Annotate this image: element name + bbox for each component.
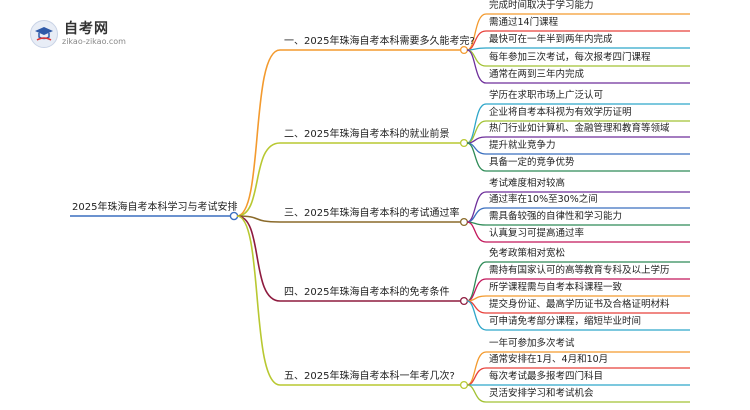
leaf-node-label: 考试难度相对较高 (489, 178, 566, 189)
leaf-node-label: 一年可参加多次考试 (489, 338, 575, 349)
leaf-node-label: 完成时间取决于学习能力 (489, 0, 594, 11)
leaf-node-label: 需通过14门课程 (489, 17, 559, 28)
branch-node-dot (459, 380, 469, 390)
branch-node-dot (459, 217, 469, 227)
leaf-node-label: 学历在求职市场上广泛认可 (489, 90, 604, 101)
leaf-node-label: 具备一定的竞争优势 (489, 157, 575, 168)
leaf-node-label: 灵活安排学习和考试机会 (489, 388, 594, 399)
leaf-connector (466, 49, 487, 67)
branch-node-dot (459, 138, 469, 148)
leaf-node-label: 企业将自考本科视为有效学历证明 (489, 107, 632, 118)
branch-connector (236, 49, 281, 217)
leaf-connector (466, 367, 487, 386)
leaf-node-label: 每年参加三次考试，每次报考四门课程 (489, 52, 651, 63)
leaf-connector (466, 261, 487, 302)
branch-connector (236, 142, 281, 217)
branch-node-dot (459, 296, 469, 306)
site-logo: 自考网 zikao-zikao.com (30, 18, 140, 52)
leaf-connector (466, 221, 487, 243)
branch-node-label: 一、2025年珠海自考本科需要多久能考完? (284, 36, 475, 47)
branch-connector (236, 215, 281, 223)
leaf-node-label: 需持有国家认可的高等教育专科及以上学历 (489, 265, 670, 276)
leaf-node-label: 可申请免考部分课程，缩短毕业时间 (489, 316, 642, 327)
leaf-node-label: 认真复习可提高通过率 (489, 228, 585, 239)
leaf-node-label: 通常在两到三年内完成 (489, 69, 585, 80)
leaf-connector (466, 49, 487, 84)
leaf-connector (466, 300, 487, 331)
leaf-connector (466, 191, 487, 223)
logo-name: 自考网 (64, 21, 109, 37)
leaf-node-label: 需具备较强的自律性和学习能力 (489, 211, 623, 222)
leaf-node-label: 所学课程需与自考本科课程一致 (489, 282, 623, 293)
leaf-connector (466, 136, 487, 144)
branch-connector (236, 215, 281, 302)
branch-connector (236, 215, 281, 386)
branch-node-label: 三、2025年珠海自考本科的考试通过率 (284, 208, 460, 219)
leaf-node-label: 通常安排在1月、4月和10月 (489, 354, 609, 365)
logo-url: zikao-zikao.com (62, 37, 126, 46)
leaf-node-label: 提升就业竞争力 (489, 140, 556, 151)
leaf-node-label: 最快可在一年半到两年内完成 (489, 34, 613, 45)
logo-badge-icon (30, 20, 58, 48)
branch-node-label: 二、2025年珠海自考本科的就业前景 (284, 129, 450, 140)
leaf-node-label: 免考政策相对宽松 (489, 248, 566, 259)
leaf-node-label: 提交身份证、最高学历证书及合格证明材料 (489, 299, 670, 310)
root-node-label: 2025年珠海自考本科学习与考试安排 (72, 202, 238, 213)
leaf-node-label: 热门行业如计算机、金融管理和教育等领域 (489, 123, 670, 134)
leaf-connector (466, 384, 487, 403)
branch-node-label: 五、2025年珠海自考本科一年考几次? (284, 371, 455, 382)
branch-node-label: 四、2025年珠海自考本科的免考条件 (284, 287, 450, 298)
leaf-connector (466, 142, 487, 172)
leaf-node-label: 通过率在10%至30%之间 (489, 194, 598, 205)
leaf-node-label: 每次考试最多报考四门科目 (489, 371, 604, 382)
